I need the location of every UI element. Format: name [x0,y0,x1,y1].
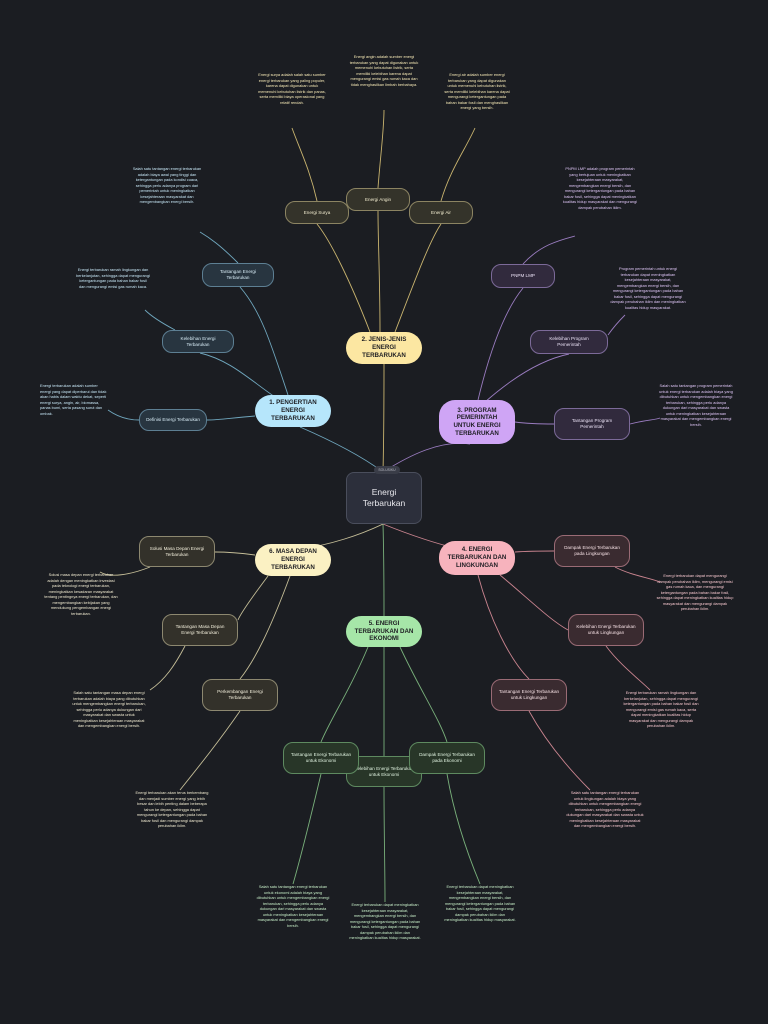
branch-ekonomi[interactable]: 5. ENERGI TERBARUKAN DAN EKONOMI [346,616,422,647]
connector-line [499,574,569,631]
note-tantangan: Salah satu tantangan energi terbarukan a… [132,166,202,205]
connector-line [239,286,289,396]
connector-line [299,426,384,473]
note-energi-angin: Energi angin adalah sumber energi terbar… [349,54,419,87]
branch-program[interactable]: 3. PROGRAM PEMERINTAH UNTUK ENERGI TERBA… [439,400,515,444]
connector-line [614,566,661,583]
sub-perkembangan[interactable]: Perkembangan Energi Terbarukan [202,679,278,711]
sub-dampak-lingkungan[interactable]: Dampak Energi Terbarukan pada Lingkungan [554,535,630,567]
branch-lingkungan[interactable]: 4. ENERGI TERBARUKAN DAN LINGKUNGAN [439,541,515,575]
connector-line [522,235,576,265]
root-title-line1: Energi [371,487,397,498]
connector-line [382,363,385,473]
connector-line [107,409,140,421]
connector-line [237,575,269,621]
connector-line [528,710,591,791]
connector-line [199,231,239,264]
note-dampak-lingkungan: Energi terbarukan dapat mengurangi dampa… [656,573,734,612]
note-solusi-masa-depan: Solusi masa depan energi terbarukan adal… [44,572,118,616]
note-pnpm-lmp: PNPM LMP adalah program pemerintah yang … [562,166,638,210]
note-dampak-ekonomi: Energi terbarukan dapat meningkatkan kes… [444,884,516,923]
connector-line [607,314,626,336]
sub-tantangan[interactable]: Tantangan Energi Terbarukan [202,263,274,287]
note-kelebihan-lingkungan: Energi terbarukan ramah lingkungan dan b… [623,690,699,729]
sub-tantangan-lingkungan[interactable]: Tantangan Energi Terbarukan untuk Lingku… [491,679,567,711]
root-node[interactable]: Energi Terbarukan [346,472,422,524]
note-kelebihan: Energi terbarukan ramah lingkungan dan b… [76,267,150,289]
connector-line [382,523,385,617]
note-kelebihan-program: Program pemerintah untuk energi terbaruk… [610,266,686,310]
sub-kelebihan[interactable]: Kelebihan Energi Terbarukan [162,330,234,353]
connector-line [377,109,385,189]
connector-line [477,287,524,401]
connector-line [144,309,176,331]
note-kelebihan-ekonomi: Energi terbarukan dapat meningkatkan kes… [349,902,421,941]
sub-tantangan-program[interactable]: Tantangan Program Pemerintah [554,408,630,440]
note-energi-surya: Energi surya adalah salah satu sumber en… [258,72,326,105]
connector-line [149,645,186,691]
connector-line [292,773,322,885]
note-perkembangan: Energi terbarukan akan terus berkembang … [135,790,209,829]
connector-line [291,127,318,202]
sub-dampak-ekonomi[interactable]: Dampak Energi Terbarukan pada Ekonomi [409,742,485,774]
connector-line [239,575,291,680]
root-tag: SOLUSIKU [374,466,400,474]
note-tantangan-program: Salah satu tantangan program pemerintah … [659,383,733,427]
sub-energi-angin[interactable]: Energi Angin [346,188,410,211]
connector-line [605,645,651,691]
connector-line [377,210,381,333]
connector-line [199,352,276,398]
branch-jenis[interactable]: 2. JENIS-JENIS ENERGI TERBARUKAN [346,332,422,364]
root-title-line2: Terbarukan [362,498,406,508]
sub-tantangan-ekonomi[interactable]: Tantangan Energi Terbarukan untuk Ekonom… [283,742,359,774]
branch-masa-depan[interactable]: 6. MASA DEPAN ENERGI TERBARUKAN [255,544,331,576]
connector-line [320,646,369,743]
connector-line [399,646,448,743]
connector-line [440,127,476,202]
note-tantangan-lingkungan: Salah satu tantangan energi terbarukan u… [566,790,644,829]
connector-line [514,550,555,553]
sub-kelebihan-lingkungan[interactable]: Kelebihan Energi Terbarukan untuk Lingku… [568,614,644,646]
connector-line [206,415,256,421]
note-energi-air: Energi air adalah sumber energi terbaruk… [444,72,510,111]
note-tantangan-ekonomi: Salah satu tantangan energi terbarukan u… [256,884,330,928]
sub-tantangan-masa-depan[interactable]: Tantangan Masa Depan Energi Terbarukan [162,614,238,646]
sub-kelebihan-program[interactable]: Kelebihan Program Pemerintah [530,330,608,354]
note-definisi: Energi terbarukan adalah sumber energi y… [40,383,107,416]
sub-solusi-masa-depan[interactable]: Solusi Masa Depan Energi Terbarukan [139,536,215,567]
connector-line [383,786,386,903]
connector-line [446,773,481,885]
connector-line [394,223,442,333]
connector-line [629,417,661,425]
sub-pnpm-lmp[interactable]: PNPM LMP [491,264,555,288]
connector-line [214,551,256,556]
connector-line [484,353,570,403]
note-tantangan-masa-depan: Salah satu tantangan masa depan energi t… [72,690,146,729]
sub-definisi[interactable]: Definisi Energi Terbarukan [139,409,207,431]
connector-line [477,574,530,680]
sub-energi-air[interactable]: Energi Air [409,201,473,224]
connector-line [316,223,371,333]
sub-energi-surya[interactable]: Energi Surya [285,201,349,224]
connector-line [514,421,555,425]
connector-line [179,710,241,791]
branch-pengertian[interactable]: 1. PENGERTIAN ENERGI TERBARUKAN [255,395,331,427]
